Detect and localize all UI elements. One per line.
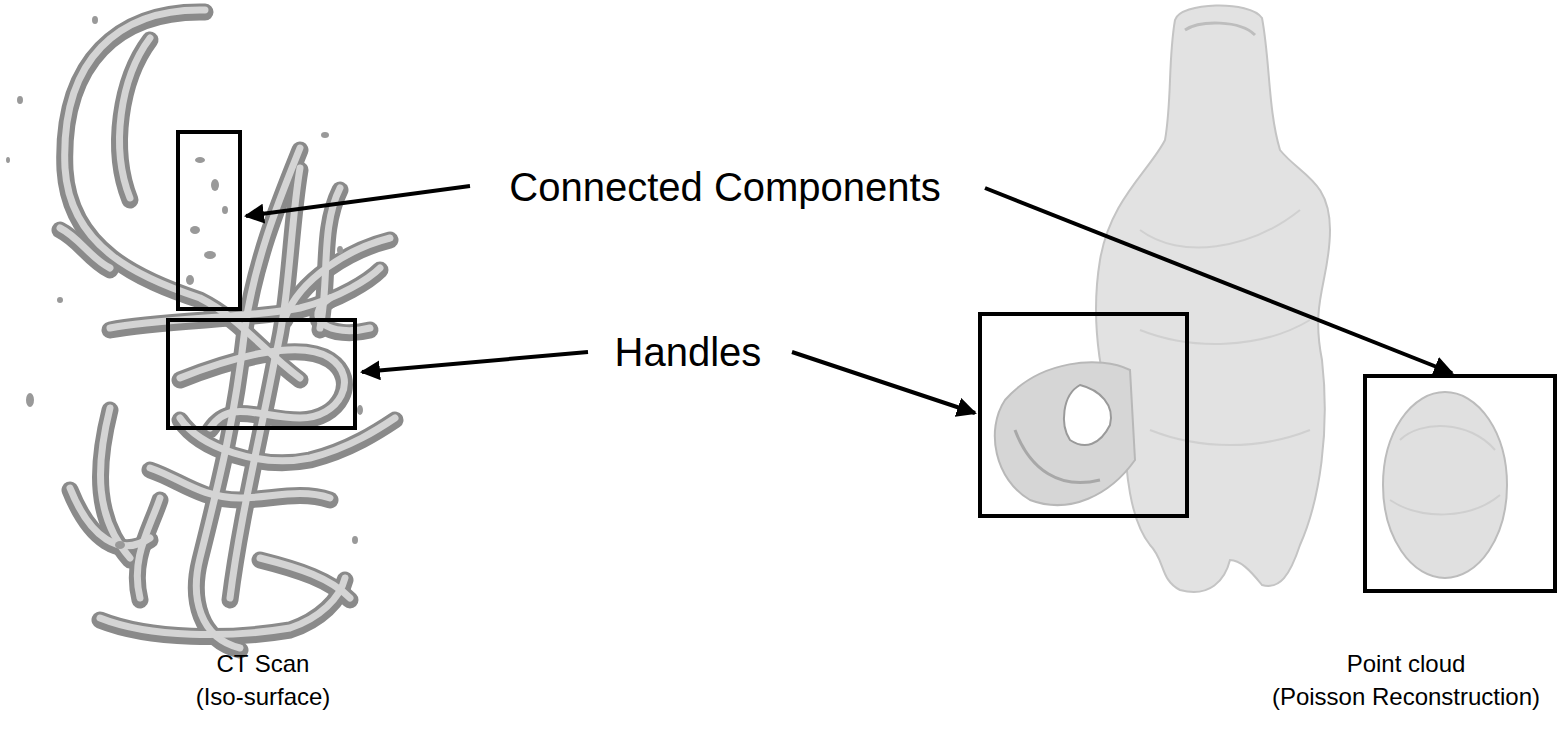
caption-line: (Poisson Reconstruction) [1272, 683, 1540, 711]
noise-fragments [6, 16, 363, 549]
callout-label: Connected Components [509, 164, 940, 210]
leader-arrows [246, 186, 1452, 413]
callout-label: Handles [615, 329, 762, 375]
highlight-box [980, 314, 1187, 516]
highlight-box [168, 320, 355, 428]
caption-line: CT Scan [217, 650, 310, 678]
caption-line: (Iso-surface) [196, 683, 331, 711]
vessel-tree [60, 10, 395, 650]
caption-line: Point cloud [1347, 650, 1466, 678]
reconstructed-shape [995, 5, 1507, 591]
highlight-box [1365, 376, 1555, 591]
highlight-box [178, 132, 240, 309]
